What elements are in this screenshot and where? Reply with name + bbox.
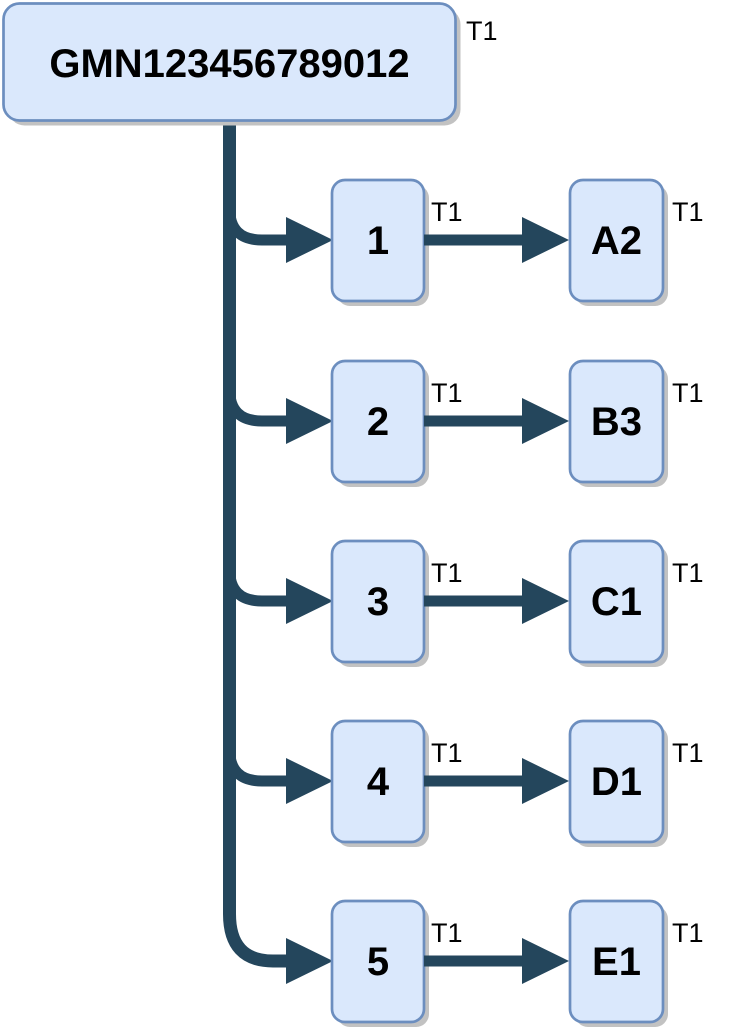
source-node: 3: [330, 539, 429, 667]
source-node-label: 2: [367, 400, 389, 444]
target-tag-label: T1: [672, 738, 704, 768]
target-node-box: [568, 899, 665, 1024]
target-node: D1: [568, 719, 668, 847]
trunk-connector: [223, 118, 288, 968]
branch-row: 5 T1 E1 T1: [286, 899, 704, 1027]
edge-tag-label: T1: [431, 738, 463, 768]
branch-arrowhead-icon: [286, 398, 333, 444]
source-node: 1: [330, 178, 429, 306]
edge-tag-label: T1: [431, 918, 463, 948]
branch-row: 1 T1 A2 T1: [224, 178, 704, 306]
root-node-box: [2, 2, 457, 122]
root-node: GMN123456789012: [2, 2, 461, 126]
branch-arrowhead-icon: [286, 758, 333, 804]
target-node: E1: [568, 899, 668, 1027]
target-node-label: C1: [591, 580, 642, 624]
source-node: 4: [330, 719, 429, 847]
branch-arrowhead-icon: [286, 938, 333, 984]
branch-connector: [224, 367, 288, 427]
edge-tag-label: T1: [431, 197, 463, 227]
target-node: A2: [568, 178, 668, 306]
target-node-box: [568, 719, 665, 844]
source-node: 5: [330, 899, 429, 1027]
branch-arrowhead-icon: [286, 217, 333, 263]
edge-arrowhead-icon: [522, 217, 569, 263]
root-node-label: GMN123456789012: [49, 42, 409, 86]
target-node: C1: [568, 539, 668, 667]
source-node-label: 1: [367, 219, 389, 263]
source-node-label: 5: [367, 940, 389, 984]
target-node-label: A2: [591, 219, 642, 263]
branch-connector: [224, 727, 288, 787]
branch-connector: [224, 547, 288, 607]
edge-arrowhead-icon: [522, 758, 569, 804]
edge-arrowhead-icon: [522, 578, 569, 624]
branch-row: 2 T1 B3 T1: [224, 359, 704, 487]
branch-connector: [224, 186, 288, 246]
edge-tag-label: T1: [431, 378, 463, 408]
target-node-label: D1: [591, 760, 642, 804]
target-node: B3: [568, 359, 668, 487]
target-node-box: [568, 359, 665, 484]
target-tag-label: T1: [672, 558, 704, 588]
target-node-label: E1: [592, 940, 641, 984]
edge-arrowhead-icon: [522, 398, 569, 444]
branch-arrowhead-icon: [286, 578, 333, 624]
branch-row: 4 T1 D1 T1: [224, 719, 704, 847]
source-node-label: 4: [367, 760, 390, 804]
branch-row: 3 T1 C1 T1: [224, 539, 704, 667]
source-node: 2: [330, 359, 429, 487]
target-node-label: B3: [591, 400, 642, 444]
source-node-label: 3: [367, 580, 389, 624]
edge-arrowhead-icon: [522, 938, 569, 984]
edge-tag-label: T1: [431, 558, 463, 588]
root-tag-label: T1: [466, 16, 498, 46]
target-tag-label: T1: [672, 378, 704, 408]
target-tag-label: T1: [672, 197, 704, 227]
target-tag-label: T1: [672, 918, 704, 948]
target-node-box: [568, 178, 665, 303]
target-node-box: [568, 539, 665, 664]
